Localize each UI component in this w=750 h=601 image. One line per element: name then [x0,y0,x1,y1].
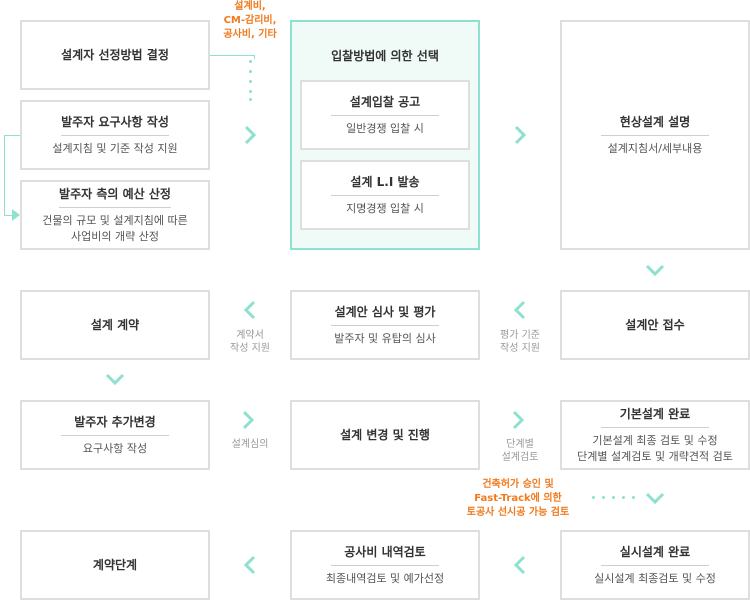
dot-3 [249,80,252,83]
li-issue-box: 설계 L.I 발송 지명경쟁 입찰 시 [300,160,470,230]
basic-done-title: 기본설계 완료 [601,406,709,428]
connector-line-vertical [4,135,5,215]
arrow-left-icon [513,300,526,320]
bracket-line-top [210,55,254,56]
owner-change-sub: 요구사항 작성 [82,441,148,455]
connector-line-bottom [4,215,16,216]
field-explain-title: 현상설계 설명 [601,114,709,136]
basic-done-sub-2: 단계별 설계검토 및 개략견적 검토 [577,449,733,463]
budget-box: 발주자 측의 예산 산정 건물의 규모 및 설계지침에 따른 사업비의 개략 산… [20,180,210,250]
design-change-title: 설계 변경 및 진행 [340,428,430,442]
contract-box: 설계 계약 [20,290,210,360]
arrow-down-icon [645,492,665,505]
li-issue-sub: 지명경쟁 입찰 시 [346,201,424,215]
hdot-3 [612,496,615,499]
arrow-left-icon [243,555,256,575]
arrow-right-icon [514,125,527,145]
arrow-right-icon [244,125,257,145]
review-box: 설계안 심사 및 평가 발주자 및 유탑의 심사 [290,290,480,360]
requirements-box: 발주자 요구사항 작성 설계지침 및 기준 작성 지원 [20,100,210,170]
budget-title: 발주자 측의 예산 산정 [59,186,171,208]
label-design-review: 설계심의 [231,439,269,450]
open-bid-title: 설계입찰 공고 [331,94,439,116]
arrow-left-icon [243,300,256,320]
review-sub: 발주자 및 유탑의 심사 [334,331,436,345]
requirements-sub: 설계지침 및 기준 작성 지원 [52,141,178,155]
basic-done-box: 기본설계 완료 기본설계 최종 검토 및 수정 단계별 설계검토 및 개략견적 … [560,400,750,470]
cost-review-box: 공사비 내역검토 최종내역검토 및 예가선정 [290,530,480,600]
design-change-box: 설계 변경 및 진행 [290,400,480,470]
cost-review-sub: 최종내역검토 및 예가선정 [325,571,445,585]
connector-arrow-icon [12,209,20,221]
bracket-line-vertical [254,55,255,59]
hdot-2 [602,496,605,499]
requirements-title: 발주자 요구사항 작성 [61,114,169,136]
label-stage-review: 단계별 설계검토 [501,439,539,463]
contract-title: 설계 계약 [90,318,140,332]
arrow-right-icon [512,410,525,430]
budget-sub-2: 사업비의 개략 산정 [71,229,159,243]
permit-note: 건축허가 승인 및 Fast-Track에 의한 토공사 선시공 가능 검토 [466,479,570,518]
arrow-left-icon [513,555,526,575]
bid-group-title: 입찰방법에 의한 선택 [331,49,439,63]
owner-change-box: 발주자 추가변경 요구사항 작성 [20,400,210,470]
dot-2 [249,70,252,73]
arrow-down-icon [105,373,125,386]
hdot-5 [632,496,635,499]
basic-done-sub-1: 기본설계 최종 검토 및 수정 [592,433,718,447]
budget-sub-1: 건물의 규모 및 설계지침에 따른 [42,213,188,227]
dot-4 [249,90,252,93]
dot-5 [249,98,252,101]
receive-box: 설계안 접수 [560,290,750,360]
detail-done-title: 실시설계 완료 [601,544,709,566]
cost-review-title: 공사비 내역검토 [331,544,439,566]
detail-done-sub: 실시설계 최종검토 및 수정 [594,571,716,585]
open-bid-box: 설계입찰 공고 일반경쟁 입찰 시 [300,80,470,150]
owner-change-title: 발주자 추가변경 [61,414,169,436]
select-method-box: 설계자 선정방법 결정 [20,20,210,90]
field-explain-box: 현상설계 설명 설계지침서/세부내용 [560,20,750,250]
open-bid-sub: 일반경쟁 입찰 시 [346,121,424,135]
fee-note: 설계비, CM-감리비, 공사비, 기타 [223,1,277,40]
receive-title: 설계안 접수 [625,318,685,332]
label-eval-support: 평가 기준 작성 지원 [500,330,540,354]
detail-done-box: 실시설계 완료 실시설계 최종검토 및 수정 [560,530,750,600]
arrow-right-icon [242,410,255,430]
review-title: 설계안 심사 및 평가 [331,304,439,326]
dot-1 [249,60,252,63]
field-explain-sub: 설계지침서/세부내용 [607,141,703,155]
label-contract-support: 계약서 작성 지원 [230,330,270,354]
connector-line-top [4,135,20,136]
hdot-1 [592,496,595,499]
li-issue-title: 설계 L.I 발송 [331,174,439,196]
contract-stage-box: 계약단계 [20,530,210,600]
arrow-down-icon [645,264,665,277]
select-method-title: 설계자 선정방법 결정 [61,48,169,62]
contract-stage-title: 계약단계 [92,558,138,572]
hdot-4 [622,496,625,499]
